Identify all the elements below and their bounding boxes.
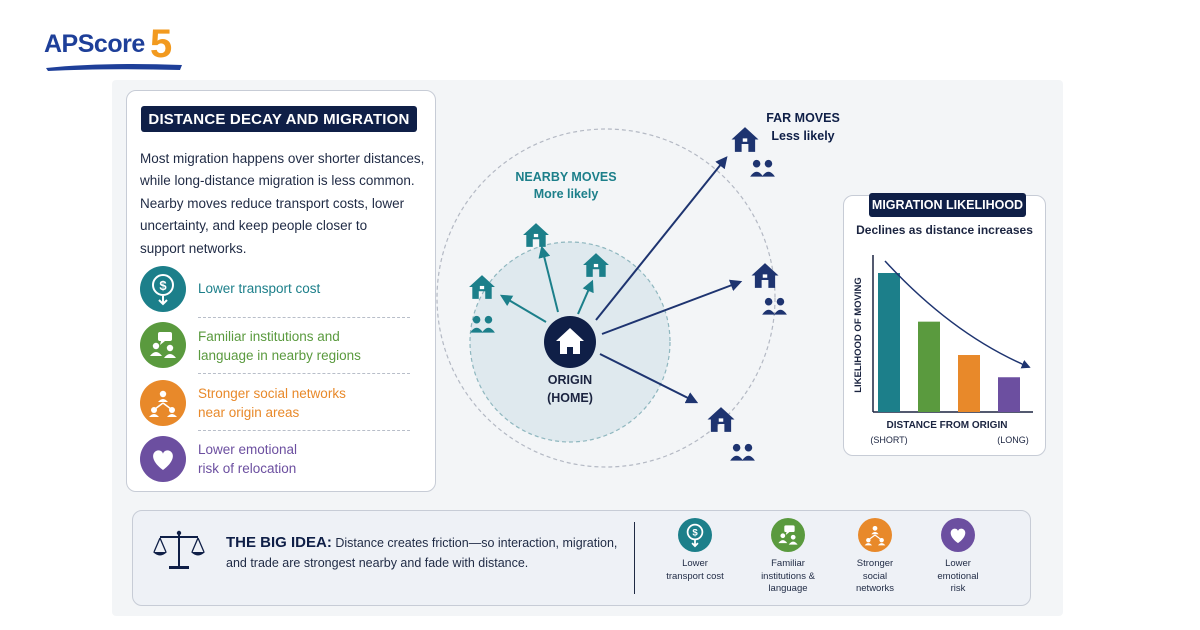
dollar-down-icon: $: [678, 518, 712, 552]
far-zone-ring: [436, 128, 776, 468]
bar-3: [958, 355, 980, 412]
summary-caption: Lower emotional risk: [937, 558, 979, 594]
home-icon: [556, 328, 584, 354]
divider: [198, 373, 410, 374]
svg-text:$: $: [692, 528, 698, 539]
benefit-label: Familiar institutions and language in ne…: [198, 329, 361, 363]
far-title: FAR MOVES: [766, 111, 840, 125]
benefit-label: Lower transport cost: [198, 281, 321, 296]
logo-text: APScore: [44, 30, 145, 58]
summary-item-social: Stronger social networks: [830, 518, 920, 596]
summary-caption: Familiar institutions & language: [761, 558, 815, 594]
logo-five: 5: [150, 22, 173, 66]
bar-4: [998, 377, 1020, 412]
x-axis-end-label: (LONG): [997, 435, 1029, 445]
nearby-subtitle: More likely: [534, 187, 599, 201]
origin-label: (HOME): [547, 391, 593, 405]
far-arrow: [595, 156, 728, 321]
decay-curve: [884, 260, 1031, 369]
summary-item-emotional: Lower emotional risk: [913, 518, 1003, 596]
bar-2: [918, 321, 940, 412]
house-icon: [731, 127, 759, 152]
near-arrow: [538, 245, 559, 313]
vertical-divider: [634, 522, 635, 594]
benefit-label: Lower emotional risk of relocation: [198, 442, 298, 476]
likelihood-subtitle: Declines as distance increases: [856, 223, 1033, 237]
benefit-item-emotional: Lower emotional risk of relocation: [140, 436, 430, 486]
y-axis-label: LIKELIHOOD OF MOVING: [853, 277, 864, 393]
summary-item-transport: $ Lower transport cost: [650, 518, 740, 583]
balance-scale-icon: [153, 530, 205, 569]
benefit-label: Stronger social networks near origin are…: [198, 386, 346, 420]
heart-icon: [941, 518, 975, 552]
near-arrow: [577, 279, 594, 315]
benefit-item-transport: $ Lower transport cost: [140, 266, 430, 316]
social-network-icon: [858, 518, 892, 552]
benefit-item-institutions: Familiar institutions and language in ne…: [140, 322, 430, 372]
summary-caption: Lower transport cost: [666, 558, 724, 582]
divider: [198, 430, 410, 431]
summary-caption: Stronger social networks: [855, 558, 894, 594]
house-icon: [707, 407, 735, 432]
divider: [198, 317, 410, 318]
x-axis-label: DISTANCE FROM ORIGIN: [887, 420, 1008, 431]
big-idea-label: THE BIG IDEA:: [226, 534, 332, 551]
people-icon: [750, 159, 775, 177]
nearby-title: NEARBY MOVES: [515, 170, 616, 184]
left-description: Most migration happens over shorter dist…: [140, 151, 425, 256]
heart-icon: [140, 436, 186, 482]
far-arrow: [599, 353, 699, 404]
x-axis-start-label: (SHORT): [870, 435, 907, 445]
benefit-item-social: Stronger social networks near origin are…: [140, 380, 430, 430]
logo-swoosh-icon: [46, 64, 182, 71]
near-arrow: [499, 294, 547, 323]
origin-label: ORIGIN: [548, 373, 592, 387]
bar-1: [878, 273, 900, 412]
likelihood-title: MIGRATION LIKELIHOOD: [869, 193, 1026, 217]
people-icon: [730, 443, 755, 461]
big-idea-body: Distance creates friction—so interaction…: [226, 536, 618, 570]
distance-decay-diagram: ORIGIN (HOME) NEARBY MOVES More likely F…: [436, 111, 840, 468]
house-icon: [751, 263, 779, 288]
dollar-down-icon: $: [140, 266, 186, 312]
summary-item-institutions: Familiar institutions & language: [743, 518, 833, 596]
svg-text:$: $: [159, 278, 167, 293]
apscore-logo[interactable]: APScore 5: [44, 22, 186, 78]
institution-chat-icon: [771, 518, 805, 552]
far-arrow: [601, 279, 743, 335]
institution-chat-icon: [140, 322, 186, 368]
likelihood-chart: LIKELIHOOD OF MOVING DISTANCE FROM ORIGI…: [853, 255, 1033, 445]
far-subtitle: Less likely: [771, 129, 834, 143]
big-idea-text: THE BIG IDEA: Distance creates friction—…: [226, 533, 618, 573]
house-icon: [523, 223, 549, 247]
social-network-icon: [140, 380, 186, 426]
left-title: DISTANCE DECAY AND MIGRATION: [141, 106, 417, 132]
